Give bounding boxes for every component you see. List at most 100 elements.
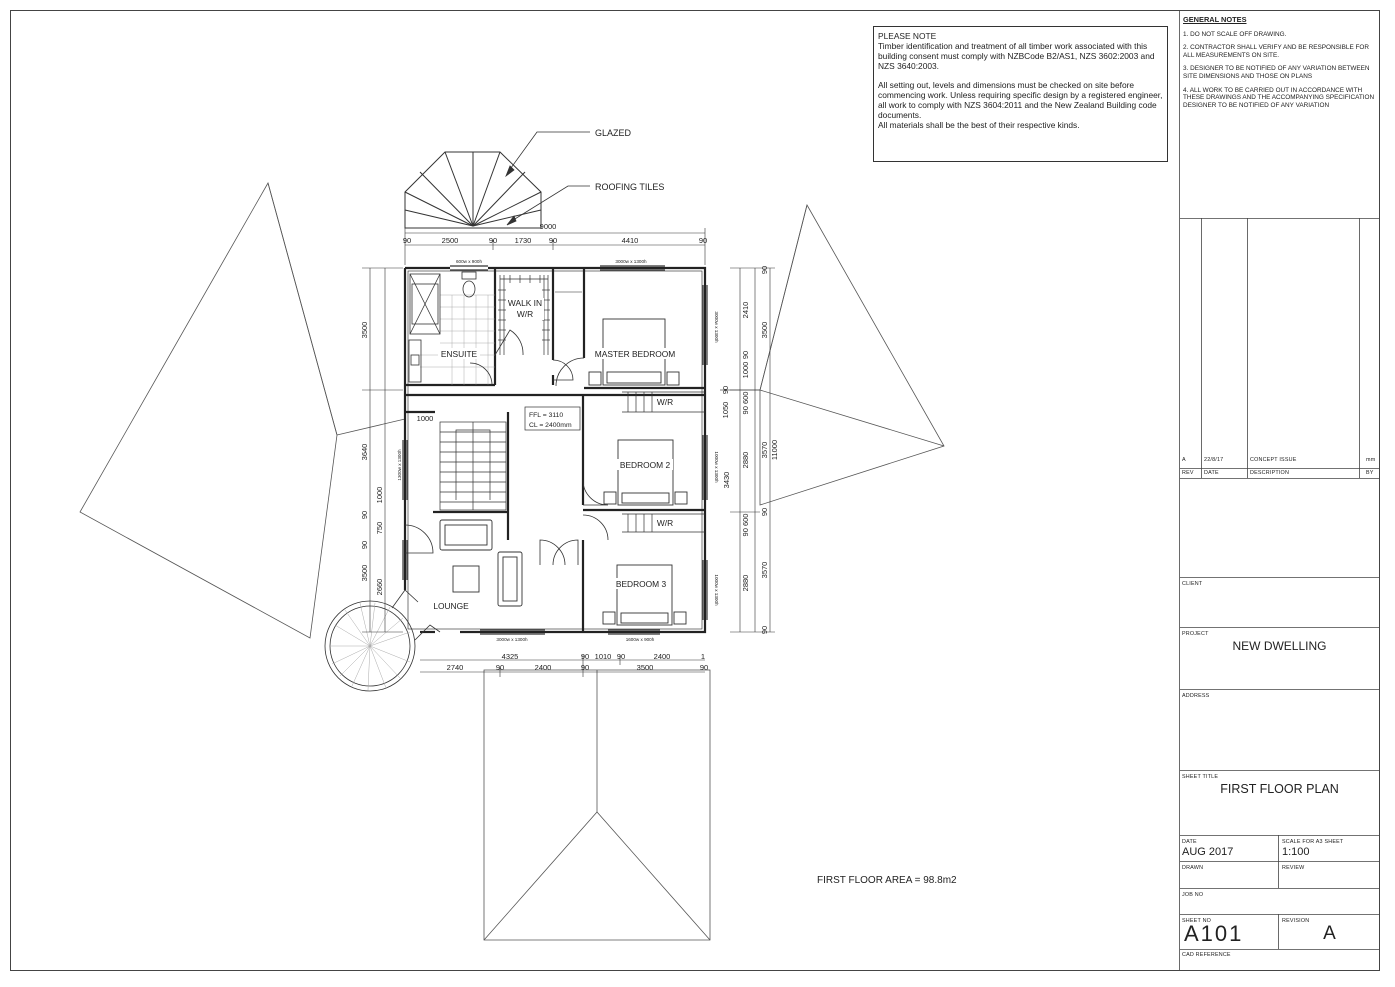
- svg-text:90: 90: [360, 511, 369, 519]
- svg-text:90: 90: [741, 351, 750, 359]
- level-box: FFL = 3110 CL = 2400mm: [524, 406, 581, 431]
- svg-text:90: 90: [489, 236, 497, 245]
- svg-text:3500: 3500: [360, 565, 369, 582]
- sheet-border: [10, 10, 1380, 971]
- rev-header-by: BY: [1366, 470, 1374, 476]
- svg-text:4410: 4410: [622, 236, 639, 245]
- svg-text:3000w x 1300h: 3000w x 1300h: [615, 259, 647, 264]
- please-note-box: PLEASE NOTE Timber identification and tr…: [873, 26, 1168, 162]
- svg-text:FFL = 3110: FFL = 3110: [529, 412, 563, 419]
- please-note-para-3: All materials shall be the best of their…: [878, 120, 1080, 130]
- review-label: REVIEW: [1282, 865, 1305, 871]
- cad-reference-label: CAD REFERENCE: [1182, 952, 1231, 958]
- svg-text:90: 90: [360, 541, 369, 549]
- bedroom2-bed: [603, 439, 688, 506]
- floor-plan-walls: [403, 266, 707, 634]
- door-swings: [404, 329, 609, 566]
- svg-text:1000: 1000: [741, 362, 750, 379]
- sheet-no: A101: [1184, 921, 1244, 946]
- callout-glazed: GLAZED: [595, 128, 632, 138]
- svg-text:4325: 4325: [502, 652, 519, 661]
- svg-text:1000: 1000: [375, 487, 384, 504]
- drawn-label: DRAWN: [1182, 865, 1204, 871]
- dims-bottom: 4325 90 1010 90 2400 1 2740 90 2400 90 3…: [447, 652, 709, 672]
- svg-text:90: 90: [617, 652, 625, 661]
- svg-text:90: 90: [700, 663, 708, 672]
- general-notes: GENERAL NOTES 1. DO NOT SCALE OFF DRAWIN…: [1183, 16, 1377, 115]
- ensuite-tile-grid: [420, 294, 495, 385]
- round-turret: [324, 589, 441, 692]
- date-value: AUG 2017: [1182, 846, 1234, 858]
- svg-text:1000w x 1300h: 1000w x 1300h: [714, 574, 719, 606]
- svg-text:90: 90: [403, 236, 411, 245]
- svg-text:1050: 1050: [721, 402, 730, 419]
- svg-text:9000: 9000: [540, 222, 557, 231]
- general-notes-title: GENERAL NOTES: [1183, 15, 1247, 24]
- svg-text:3570: 3570: [760, 442, 769, 459]
- staircase: [439, 421, 507, 511]
- room-ensuite: ENSUITE: [441, 349, 478, 359]
- rev-row-rev: A: [1182, 457, 1186, 463]
- svg-text:1: 1: [701, 652, 705, 661]
- svg-text:90: 90: [581, 663, 589, 672]
- svg-text:3570: 3570: [760, 562, 769, 579]
- rev-header-date: DATE: [1204, 470, 1219, 476]
- client-label: CLIENT: [1182, 581, 1203, 587]
- svg-text:CL = 2400mm: CL = 2400mm: [529, 422, 572, 429]
- svg-text:3000w x 1300h: 3000w x 1300h: [714, 311, 719, 343]
- thin-wall-lines: [407, 270, 703, 630]
- rev-row-description: CONCEPT ISSUE: [1250, 457, 1297, 463]
- bedroom3-bed: [602, 564, 687, 626]
- svg-text:3640: 3640: [360, 444, 369, 461]
- room-bedroom-3: BEDROOM 3: [616, 579, 667, 589]
- please-note-heading: PLEASE NOTE: [878, 31, 937, 41]
- roof-outline-right: [720, 203, 945, 506]
- rev-row-date: 22/8/17: [1204, 457, 1224, 463]
- svg-text:2400: 2400: [535, 663, 552, 672]
- svg-text:2740: 2740: [447, 663, 464, 672]
- job-no-label: JOB NO: [1182, 892, 1204, 898]
- roof-outline-bottom: [483, 669, 711, 941]
- date-label: DATE: [1182, 839, 1197, 845]
- roof-outline-left: [79, 181, 406, 639]
- svg-text:90: 90: [760, 266, 769, 274]
- revision-label: REVISION: [1282, 918, 1310, 924]
- room-labels: WALK IN W/R ENSUITE MASTER BEDROOM BEDRO…: [433, 298, 677, 611]
- svg-text:90: 90: [699, 236, 707, 245]
- rev-header-rev: REV: [1182, 470, 1194, 476]
- svg-text:90: 90: [496, 663, 504, 672]
- svg-text:3500: 3500: [637, 663, 654, 672]
- room-wardrobe-2: W/R: [657, 518, 673, 528]
- rev-header-description: DESCRIPTION: [1250, 470, 1290, 476]
- svg-text:90: 90: [549, 236, 557, 245]
- room-walk-in-wr: W/R: [517, 309, 533, 319]
- project-label: PROJECT: [1182, 631, 1209, 637]
- svg-text:90 600: 90 600: [741, 392, 750, 415]
- svg-text:2500: 2500: [442, 236, 459, 245]
- wardrobe-rails: [622, 391, 705, 533]
- svg-text:90: 90: [760, 508, 769, 516]
- address-label: ADDRESS: [1182, 693, 1210, 699]
- svg-text:2880: 2880: [741, 575, 750, 592]
- lounge-furniture: [439, 519, 523, 607]
- svg-text:2660: 2660: [375, 579, 384, 596]
- svg-text:90: 90: [721, 386, 730, 394]
- callout-roofing-tiles: ROOFING TILES: [595, 182, 664, 192]
- dimension-lines: [362, 228, 775, 677]
- toilet: [461, 271, 477, 298]
- rev-row-by: mm: [1366, 457, 1376, 463]
- svg-text:600w x 900h: 600w x 900h: [456, 259, 482, 264]
- room-walk-in: WALK IN: [508, 298, 542, 308]
- svg-text:1000w x 1300h: 1000w x 1300h: [714, 451, 719, 483]
- shower: [409, 273, 441, 335]
- vanity: [408, 339, 422, 383]
- please-note-para-1: Timber identification and treatment of a…: [878, 41, 1155, 71]
- revision-value: A: [1323, 923, 1336, 944]
- floor-area: FIRST FLOOR AREA = 98.8m2: [817, 875, 957, 886]
- please-note-para-2: All setting out, levels and dimensions m…: [878, 80, 1163, 120]
- svg-text:2880: 2880: [741, 452, 750, 469]
- svg-text:1010: 1010: [595, 652, 612, 661]
- window-labels: 600w x 900h 3000w x 1300h 3000w x 1300h …: [397, 259, 719, 642]
- sheet-title: FIRST FLOOR PLAN: [1220, 782, 1339, 796]
